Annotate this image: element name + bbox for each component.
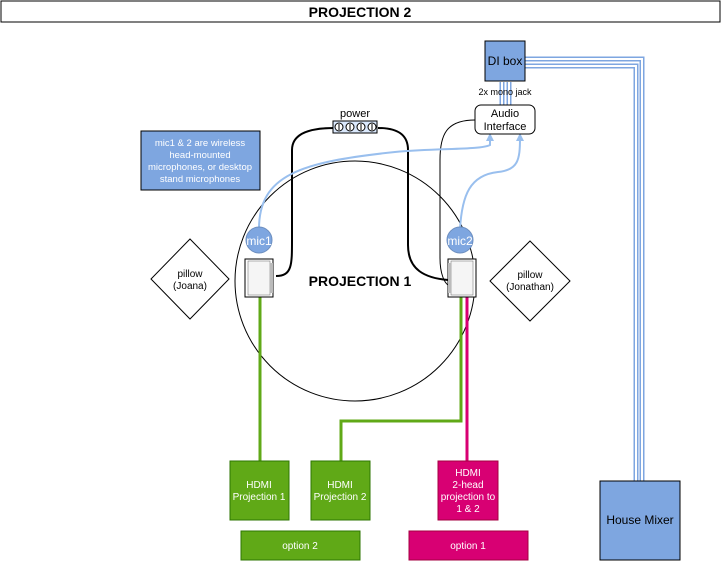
pillow-right-label: pillow — [517, 270, 543, 281]
di-to-mixer-cable — [525, 56, 645, 481]
mic2-link — [459, 137, 521, 230]
mic2-link-arrow — [516, 133, 524, 141]
power-strip — [332, 120, 378, 134]
hdmi1-line1: HDMI — [246, 480, 272, 491]
pillow-left-label: pillow — [177, 269, 203, 280]
house-mixer-label: House Mixer — [606, 513, 673, 527]
mic1-link-arrow — [486, 133, 494, 141]
hdmi2-cable — [339, 297, 463, 461]
mono-jack-label: 2x mono jack — [478, 87, 532, 97]
hdmi2-line1: HDMI — [327, 480, 353, 491]
power-label: power — [340, 108, 370, 120]
mic1-link — [258, 136, 491, 230]
di-box-label: DI box — [488, 54, 523, 68]
hdmi-two-head-line: projection to — [441, 492, 496, 503]
option-2-bar — [240, 530, 361, 561]
di-to-interface-cable — [499, 82, 512, 106]
hdmi-two-head-line: 2-head — [452, 480, 483, 491]
hdmi-two-head — [437, 460, 499, 521]
pillow-right — [489, 240, 571, 322]
pillow-right-name: (Jonathan) — [506, 282, 554, 293]
house-mixer — [599, 480, 681, 561]
mic1-icon — [245, 226, 273, 254]
option-1-label: option 1 — [450, 541, 486, 552]
mic-note-line: head-mounted — [169, 150, 230, 161]
power-cable-left — [275, 127, 335, 277]
hdmi-projection-2 — [310, 460, 371, 521]
monitor-right — [447, 258, 477, 298]
di-box — [484, 40, 526, 82]
hdmi-two-head-line: HDMI — [455, 468, 481, 479]
option-1-bar — [408, 530, 529, 561]
mic-note-line: mic1 & 2 are wireless — [155, 138, 246, 149]
audio-interface-line1: Audio — [491, 108, 519, 120]
hdmi-two-head-line: 1 & 2 — [456, 504, 480, 515]
mic1-label: mic1 — [246, 234, 272, 248]
mic-note-line: stand microphones — [160, 174, 241, 185]
title-bar — [0, 0, 721, 23]
mic2-icon — [446, 226, 474, 254]
audio-interface-line2: Interface — [484, 121, 527, 133]
option-2-label: option 2 — [282, 541, 318, 552]
page-title: PROJECTION 2 — [309, 4, 412, 20]
power-socket-icon — [334, 122, 377, 132]
monitor-left — [244, 258, 274, 298]
audio-interface — [474, 104, 536, 135]
hdmi-projection-1 — [229, 460, 290, 521]
mic2-label: mic2 — [447, 234, 473, 248]
pillow-left — [150, 238, 230, 320]
interface-to-monitor-cable — [439, 119, 476, 286]
mic-note-box — [140, 130, 261, 191]
hdmi1-line2: Projection 1 — [233, 492, 286, 503]
hdmi2-line2: Projection 2 — [314, 492, 367, 503]
stage-label: PROJECTION 1 — [309, 273, 412, 289]
mic-note-line: microphones, or desktop — [148, 162, 252, 173]
pillow-left-name: (Joana) — [173, 281, 207, 292]
power-cable-right — [377, 127, 449, 281]
